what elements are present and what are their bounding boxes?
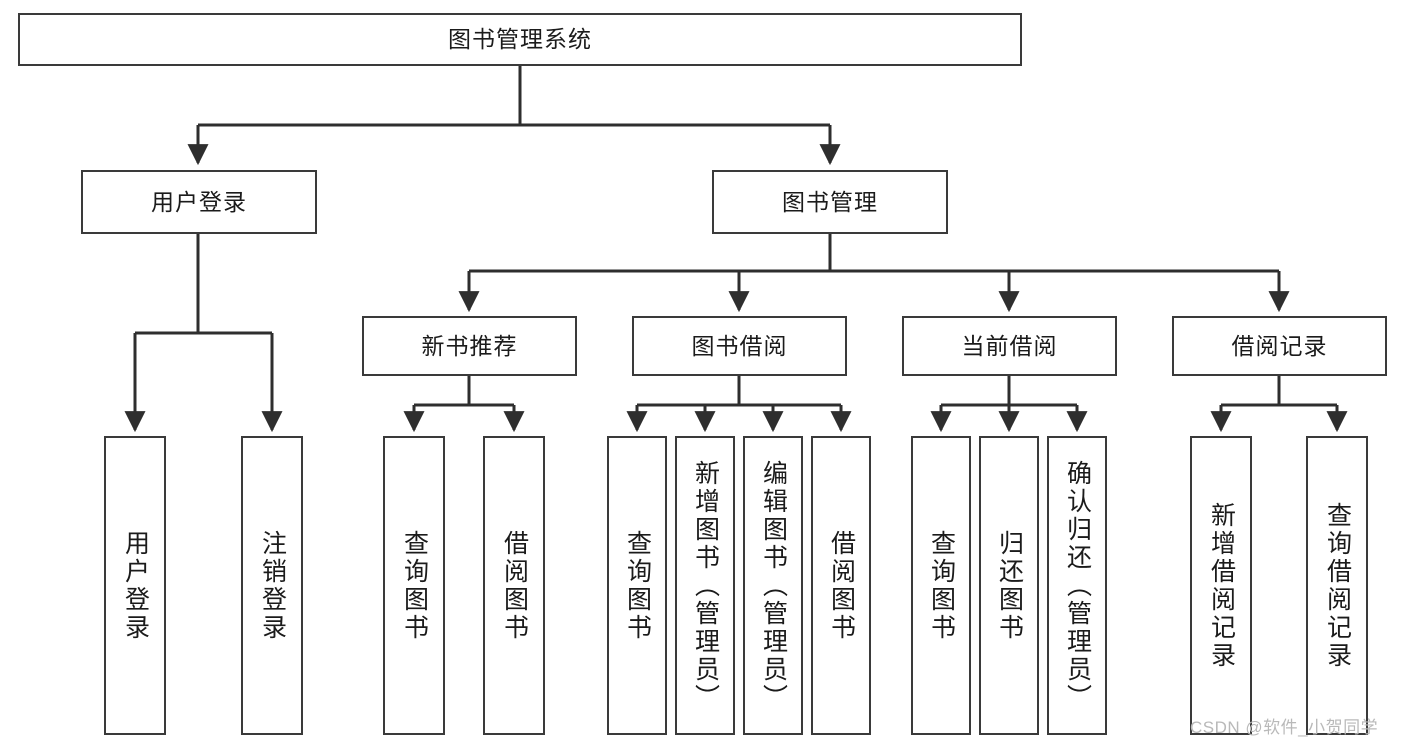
node-current-borrow[interactable]: 当前借阅	[902, 316, 1117, 376]
node-book-borrow[interactable]: 图书借阅	[632, 316, 847, 376]
leaf-return-book-label: 归还图书	[995, 529, 1024, 642]
leaf-query-record[interactable]: 查询借阅记录	[1306, 436, 1368, 735]
node-new-book-recommend-label: 新书推荐	[421, 332, 518, 359]
node-new-book-recommend[interactable]: 新书推荐	[362, 316, 577, 376]
leaf-add-book[interactable]: 新增图书（管理员）	[675, 436, 735, 735]
node-borrow-record-label: 借阅记录	[1231, 332, 1328, 359]
csdn-watermark: CSDN @软件_小贺同学	[1190, 718, 1379, 737]
leaf-query-book-3-label: 查询图书	[927, 529, 956, 642]
leaf-borrow-book-1[interactable]: 借阅图书	[483, 436, 545, 735]
node-book-manage-label: 图书管理	[782, 188, 878, 215]
leaf-query-book-2[interactable]: 查询图书	[607, 436, 667, 735]
node-borrow-record[interactable]: 借阅记录	[1172, 316, 1387, 376]
leaf-logout-login-label: 注销登录	[258, 529, 287, 642]
leaf-confirm-return-label: 确认归还（管理员）	[1063, 459, 1092, 712]
leaf-borrow-book-2-label: 借阅图书	[827, 529, 856, 642]
leaf-query-book-2-label: 查询图书	[623, 529, 652, 642]
node-root[interactable]: 图书管理系统	[18, 13, 1022, 66]
leaf-add-book-label: 新增图书（管理员）	[691, 459, 720, 712]
node-current-borrow-label: 当前借阅	[961, 332, 1058, 359]
leaf-edit-book-label: 编辑图书（管理员）	[759, 459, 788, 712]
node-root-label: 图书管理系统	[448, 26, 592, 53]
leaf-borrow-book-1-label: 借阅图书	[500, 529, 529, 642]
leaf-borrow-book-2[interactable]: 借阅图书	[811, 436, 871, 735]
leaf-query-book-1[interactable]: 查询图书	[383, 436, 445, 735]
leaf-logout-login[interactable]: 注销登录	[241, 436, 303, 735]
leaf-return-book[interactable]: 归还图书	[979, 436, 1039, 735]
leaf-query-book-3[interactable]: 查询图书	[911, 436, 971, 735]
leaf-query-record-label: 查询借阅记录	[1323, 501, 1352, 670]
leaf-add-record[interactable]: 新增借阅记录	[1190, 436, 1252, 735]
leaf-user-login-label: 用户登录	[121, 529, 150, 642]
node-user-login[interactable]: 用户登录	[81, 170, 317, 234]
node-book-borrow-label: 图书借阅	[691, 332, 788, 359]
leaf-add-record-label: 新增借阅记录	[1207, 501, 1236, 670]
leaf-confirm-return[interactable]: 确认归还（管理员）	[1047, 436, 1107, 735]
leaf-edit-book[interactable]: 编辑图书（管理员）	[743, 436, 803, 735]
node-user-login-label: 用户登录	[151, 188, 247, 215]
leaf-query-book-1-label: 查询图书	[400, 529, 429, 642]
node-book-manage[interactable]: 图书管理	[712, 170, 948, 234]
leaf-user-login[interactable]: 用户登录	[104, 436, 166, 735]
